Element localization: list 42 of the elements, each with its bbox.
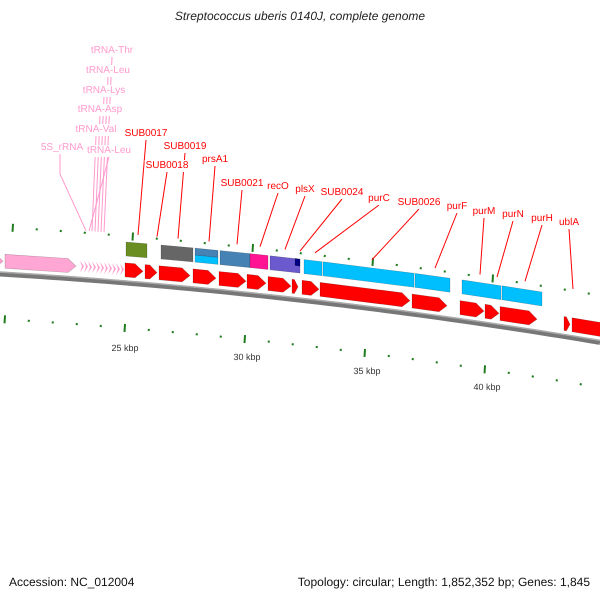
leader-line	[300, 198, 342, 252]
leader-line	[88, 156, 110, 232]
footer-text: Accession: NC_012004	[9, 575, 134, 589]
leader-line	[372, 208, 420, 260]
leader-line	[60, 154, 86, 232]
gene-label: purM	[472, 206, 496, 218]
gene-label: purH	[530, 213, 554, 225]
gene-label: tRNA-Val	[74, 124, 118, 136]
leader-line	[434, 212, 458, 269]
title: Streptococcus uberis 0140J, complete genome	[174, 9, 426, 23]
leader-line	[568, 228, 574, 290]
gene-label: recO	[266, 181, 290, 193]
gene-label: purN	[501, 209, 525, 221]
footer-text: Topology: circular; Length: 1,852,352 bp; Genes: 1,845	[298, 575, 590, 589]
gene-label: tRNA-Leu	[86, 145, 132, 157]
leader-line	[260, 192, 278, 248]
leader-line	[314, 204, 380, 254]
leader-line	[524, 224, 542, 282]
leader-line	[284, 196, 306, 250]
scale-label: 40 kbp	[473, 382, 501, 392]
gene-label: prsA1	[200, 154, 230, 166]
gene-label: plsX	[294, 184, 316, 196]
gene-label: 5S_rRNA	[40, 142, 84, 154]
scale-label: 30 kbp	[233, 352, 261, 362]
leader-line	[156, 172, 168, 238]
gene-label: tRNA-Asp	[76, 104, 124, 116]
gene-label: SUB0026	[396, 197, 442, 209]
leader-line	[178, 152, 186, 240]
scale-label: 25 kbp	[111, 343, 139, 353]
leader-line	[496, 220, 514, 278]
scale-label: 35 kbp	[353, 366, 381, 376]
gene-label: tRNA-Leu	[85, 65, 131, 77]
gene-label: purF	[446, 201, 468, 213]
leader-line	[208, 166, 216, 242]
leader-line	[236, 190, 242, 245]
gene-label: tRNA-Lys	[82, 85, 126, 97]
leader-line	[480, 218, 484, 276]
leader-line	[138, 140, 146, 236]
leader-line	[92, 136, 96, 232]
gene-label: purC	[367, 193, 391, 205]
gene-label: SUB0018	[144, 160, 190, 172]
gene-label: SUB0024	[320, 187, 364, 199]
